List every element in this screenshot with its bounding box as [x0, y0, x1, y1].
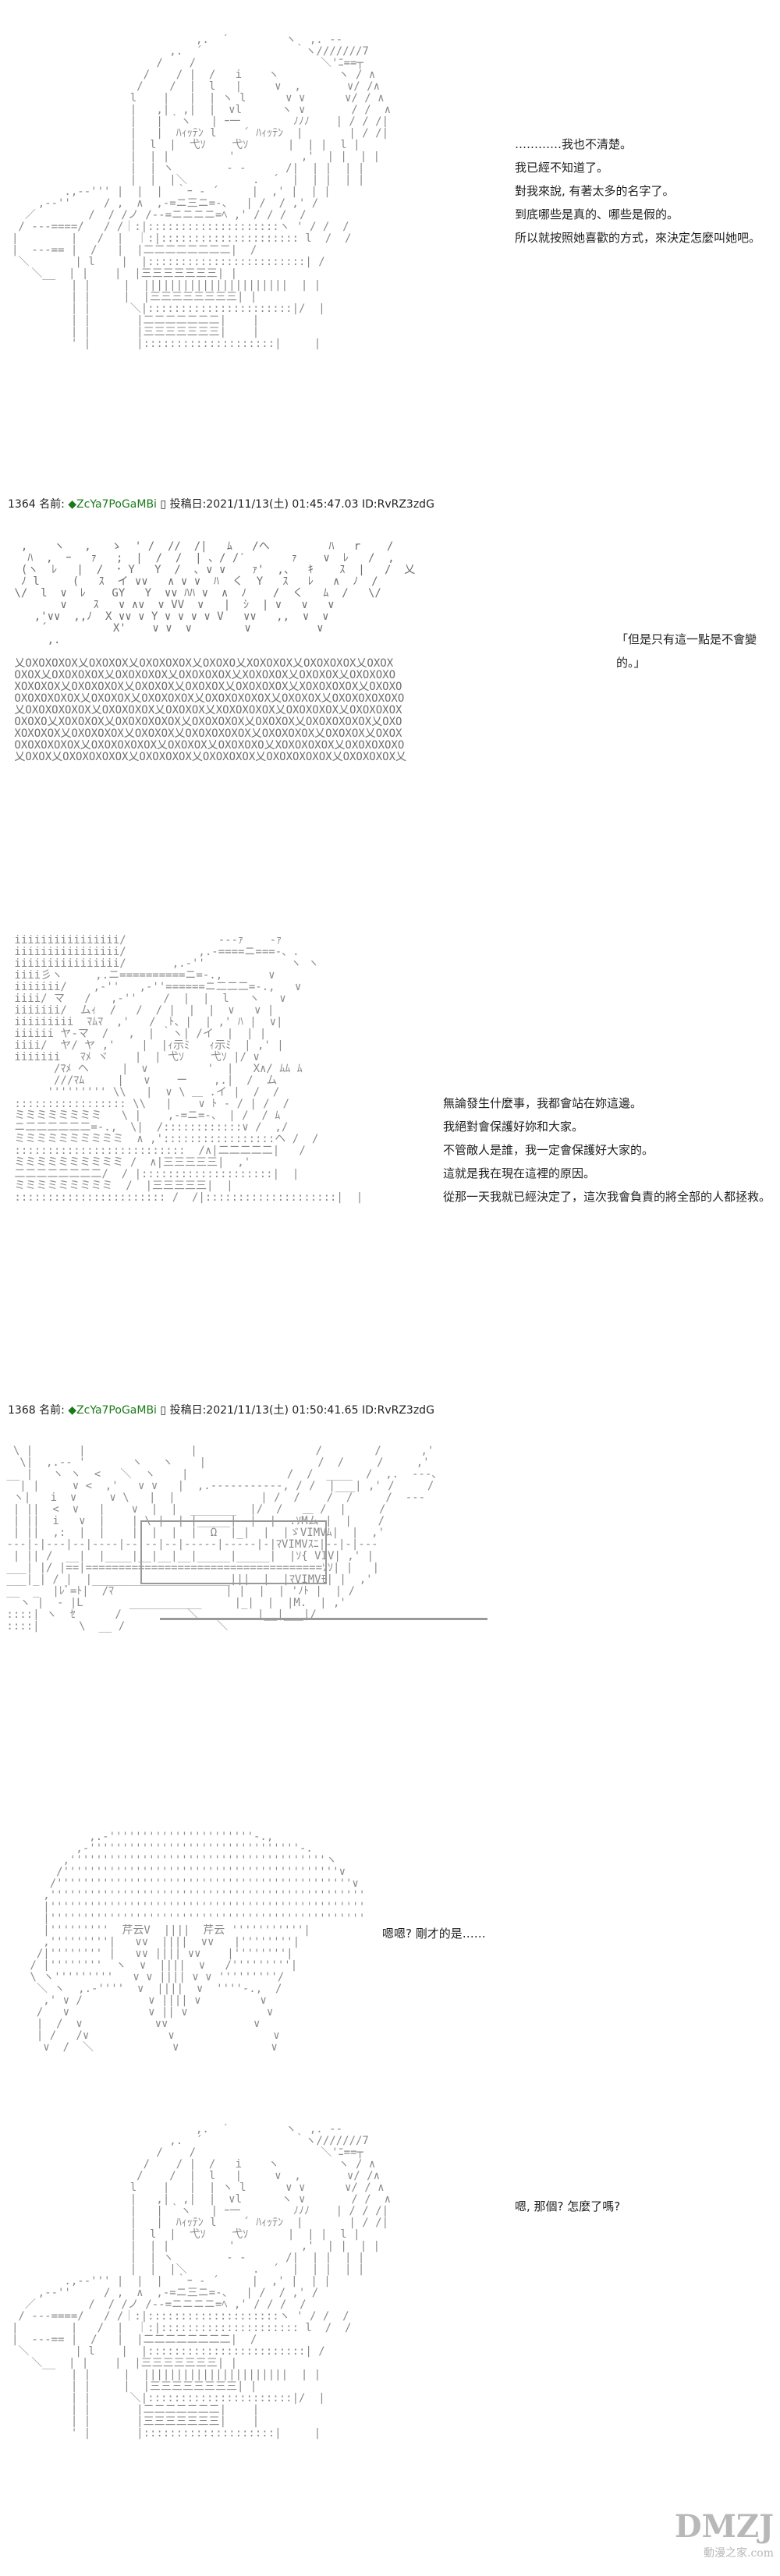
ascii-art-girl-hat: iiiiiiiiiiiiiiii/ ---ｧ ‐ｧ iiiiiiiiiiiiii…: [14, 935, 363, 1204]
post-meta: 1368 名前: ◆ZcYa7PoGaMBi ▯ 投稿日:2021/11/13(…: [8, 1402, 434, 1417]
post-name-label: 名前:: [39, 1404, 65, 1417]
watermark-sub: 動漫之家.com: [704, 2547, 774, 2560]
dialogue-line: 從那一天我就已經決定了，這次我會負責的將全部的人都拯救。: [443, 1190, 771, 1204]
post-meta: 1364 名前: ◆ZcYa7PoGaMBi ▯ 投稿日:2021/11/13(…: [8, 496, 434, 511]
post-author: ◆ZcYa7PoGaMBi: [68, 498, 157, 511]
post-date: 投稿日:2021/11/13(土) 01:50:41.65: [169, 1404, 359, 1417]
post-separator-glyph: ▯: [160, 1404, 167, 1417]
dialogue-line: 我已經不知道了。: [515, 161, 609, 175]
dialogue-line: 這就是我在現在這裡的原因。: [443, 1166, 596, 1180]
dialogue-block-3: 無論發生什麼事，我都會站在妳這邊。 我絕對會保護好妳和大家。 不管敵人是誰，我一…: [443, 1092, 771, 1208]
window-frame: [140, 1520, 327, 1584]
dialogue-line: …………我也不清楚。: [515, 137, 633, 151]
post-name-label: 名前:: [39, 498, 65, 511]
panel-2: , ヽ , ゝ ' / // /| ﾑ /ヘ ﾊ r / ﾊ , ｰ ｧ ; |…: [0, 515, 780, 889]
post-number: 1364: [8, 498, 36, 511]
dialogue-line: 嗯嗯? 剛才的是……: [382, 1927, 486, 1941]
ascii-art-girl-back: ,.-''''''''''''''''''''''-., ,-'''''''''…: [30, 1831, 367, 2054]
panel-5: ,.-''''''''''''''''''''''-., ,-'''''''''…: [0, 1809, 780, 2105]
ascii-art-room-scene: \ | | | / / ,' \| ,.-‐ ' ヽ ヽ | / / / ,' …: [6, 1445, 443, 1633]
site-watermark: DMZJ 動漫之家.com: [675, 2508, 774, 2560]
dialogue-line: 無論發生什麼事，我都會站在妳這邊。: [443, 1096, 643, 1110]
ascii-art-girl: ,. ´￣￣￣ ｀ ヽ ,. -‐ ,. ´ ｀ヽ///////7 / / ＼'…: [12, 34, 392, 350]
panel-1: ,. ´￣￣￣ ｀ ヽ ,. -‐ ,. ´ ｀ヽ///////7 / / ＼'…: [0, 0, 780, 515]
panel-6: ,. ´￣￣￣ ｀ ヽ ,. -‐ ,. ´ ｀ヽ///////7 / / ＼'…: [0, 2105, 780, 2576]
dialogue-line: 所以就按照她喜歡的方式，來決定怎麼叫她吧。: [515, 231, 761, 245]
dialogue-block-6: 嗯, 那個? 怎麼了嗎?: [515, 2195, 620, 2218]
post-author: ◆ZcYa7PoGaMBi: [68, 1404, 157, 1417]
post-id: ID:RvRZ3zdG: [361, 1404, 434, 1417]
dialogue-line: 到底哪些是真的、哪些是假的。: [515, 207, 679, 221]
dialogue-line: 「但是只有這一點是不會變的。」: [616, 632, 757, 670]
dialogue-line: 對我來說, 有著太多的名字了。: [515, 184, 675, 198]
table-edge-line: [160, 1618, 488, 1620]
post-date: 投稿日:2021/11/13(土) 01:45:47.03: [169, 498, 359, 511]
post-id: ID:RvRZ3zdG: [361, 498, 434, 511]
watermark-main: DMZJ: [674, 2508, 774, 2545]
dialogue-line: 不管敵人是誰，我一定會保護好大家的。: [443, 1143, 654, 1157]
post-separator-glyph: ▯: [160, 498, 167, 511]
panel-4: \ | | | / / ,' \| ,.-‐ ' ヽ ヽ | / / / ,' …: [0, 1419, 780, 1809]
dialogue-block-5: 嗯嗯? 剛才的是……: [382, 1922, 486, 1945]
panel-3: iiiiiiiiiiiiiiii/ ---ｧ ‐ｧ iiiiiiiiiiiiii…: [0, 889, 780, 1419]
ascii-art-girl-repeat: ,. ´￣￣￣ ｀ ヽ ,. -‐ ,. ´ ｀ヽ///////7 / / ＼'…: [12, 2124, 392, 2440]
dialogue-line: 嗯, 那個? 怎麼了嗎?: [515, 2199, 621, 2213]
dialogue-block-2: 「但是只有這一點是不會變的。」: [616, 628, 780, 674]
dialogue-line: 我絕對會保護好妳和大家。: [443, 1120, 584, 1134]
post-number: 1368: [8, 1404, 36, 1417]
ascii-art-crowd: , ヽ , ゝ ' / // /| ﾑ /ヘ ﾊ r / ﾊ , ｰ ｧ ; |…: [14, 541, 416, 763]
dialogue-block-1: …………我也不清楚。 我已經不知道了。 對我來說, 有著太多的名字了。 到底哪些…: [515, 133, 760, 249]
